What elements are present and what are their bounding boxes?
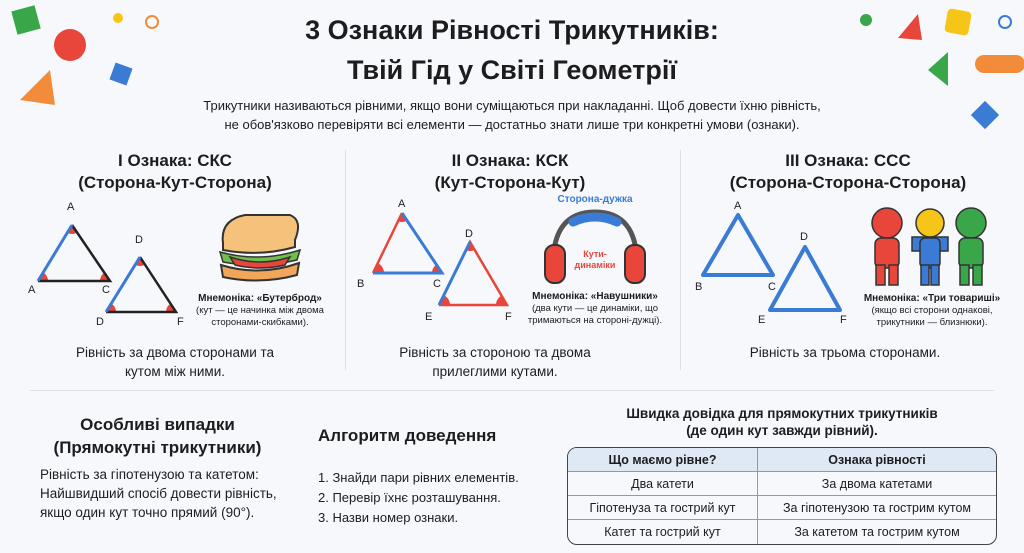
intro-text: Трикутники називаються рівними, якщо вон… (150, 96, 874, 134)
mnemonic-text: (якщо всі сторони однакові, трикутники —… (871, 305, 993, 328)
vertex-label: E (758, 314, 765, 326)
algorithm-step: 2. Перевір їхнє розташування. (318, 490, 501, 505)
reference-title: Швидка довідка для прямокутних трикутник… (567, 405, 997, 439)
caption-line: кутом між ними. (124, 364, 225, 379)
vertex-label: B (695, 281, 702, 293)
three-friends-illustration (871, 207, 987, 286)
vertex-label: F (840, 314, 847, 326)
table-cell: Гіпотенуза та гострий кут (568, 496, 758, 520)
table-cell: За гіпотенузою та гострим кутом (758, 496, 996, 520)
divider (345, 150, 346, 370)
vertex-label: F (177, 316, 184, 328)
criterion-2-caption: Рівність за стороною та двома прилеглими … (330, 343, 660, 381)
vertex-label: D (800, 231, 808, 243)
vertex-label: A (398, 198, 406, 210)
criterion-1-caption: Рівність за двома сторонами та кутом між … (10, 343, 340, 381)
criterion-1-subtitle: (Сторона-Кут-Сторона) (78, 173, 272, 192)
page-title-line2: Твій Гід у Світі Геометрії (347, 55, 677, 85)
criterion-2-triangles: A B C D E F (357, 198, 512, 323)
algorithm-title: Алгоритм доведення (318, 426, 497, 445)
criterion-1-mnemonic: Мнемоніка: «Бутерброд»(кут — це начинка … (185, 293, 335, 329)
criterion-3-title: III Ознака: ССС (Сторона-Сторона-Сторона… (683, 150, 1013, 194)
intro-line1: Трикутники називаються рівними, якщо вон… (203, 98, 821, 113)
vertex-label: D (135, 234, 143, 246)
intro-line2: не обов'язково перевіряти всі елементи —… (224, 117, 800, 132)
speakers-label: динаміки (575, 260, 616, 270)
headband-label: Сторона-дужка (557, 194, 632, 205)
mnemonic-text: (два кути — це динаміки, що тримаються н… (527, 303, 663, 326)
vertex-label: A (734, 200, 742, 212)
table-header: Ознака рівності (758, 448, 996, 472)
special-title-line2: (Прямокутні трикутники) (53, 438, 262, 457)
sandwich-illustration (218, 214, 302, 282)
criterion-3-subtitle: (Сторона-Сторона-Сторона) (729, 173, 967, 192)
mnemonic-title: Мнемоніка: «Навушники» (532, 291, 658, 302)
reference-title-line2: (де один кут завжди рівний). (686, 423, 878, 438)
algorithm-steps: 1. Знайди пари рівних елементів. 2. Пере… (318, 468, 519, 528)
special-cases-title: Особливі випадки (Прямокутні трикутники) (30, 413, 285, 459)
mnemonic-text: (кут — це начинка між двома сторонами-ск… (196, 305, 324, 328)
table-cell: За катетом та гострим кутом (794, 525, 960, 539)
vertex-label: D (465, 228, 473, 240)
criterion-1-name: I Ознака: СКС (118, 151, 232, 170)
criterion-1-triangles: A A C D D F (28, 201, 184, 328)
mnemonic-title: Мнемоніка: «Бутерброд» (198, 293, 322, 304)
vertex-label: A (67, 201, 75, 213)
algorithm-step: 3. Назви номер ознаки. (318, 510, 459, 525)
divider (680, 150, 681, 370)
criterion-3-name: III Ознака: ССС (785, 151, 911, 170)
criterion-2-mnemonic: Мнемоніка: «Навушники»(два кути — це дин… (520, 291, 670, 327)
criterion-1-title: I Ознака: СКС (Сторона-Кут-Сторона) (10, 150, 340, 194)
caption-line: Рівність за стороною та двома (399, 345, 591, 360)
speakers-label: Кути- (583, 249, 607, 259)
criterion-2-name: II Ознака: КСК (451, 151, 569, 170)
special-cases-text: Рівність за гіпотенузою та катетом: Найш… (40, 467, 277, 520)
decorative-shapes (11, 5, 1024, 130)
table-cell: Два катети (568, 472, 758, 496)
criterion-3-triangles: A B C D E F (695, 200, 847, 326)
criterion-3-caption: Рівність за трьома сторонами. (680, 343, 1010, 362)
reference-title-line1: Швидка довідка для прямокутних трикутник… (626, 406, 938, 421)
vertex-label: D (96, 316, 104, 328)
vertex-label: A (28, 284, 36, 296)
table-cell: За двома катетами (758, 472, 996, 496)
vertex-label: C (768, 281, 776, 293)
vertex-label: F (505, 311, 512, 323)
vertex-label: C (102, 284, 110, 296)
caption-line: прилеглими кутами. (432, 364, 558, 379)
table-header-row: Що маємо рівне?Ознака рівності (568, 448, 996, 472)
vertex-label: E (425, 311, 432, 323)
table-header: Що маємо рівне? (568, 448, 758, 472)
vertex-label: C (433, 278, 441, 290)
headphones-illustration: Сторона-дужка Кути- динаміки (544, 194, 646, 284)
page-title-line1: 3 Ознаки Рівності Трикутників: (305, 15, 719, 45)
table-row: Катет та гострий кут За катетом та гостри… (568, 520, 996, 544)
criterion-2-title: II Ознака: КСК (Кут-Сторона-Кут) (345, 150, 675, 194)
vertex-label: B (357, 278, 364, 290)
caption-line: Рівність за трьома сторонами. (749, 345, 941, 360)
criterion-3-mnemonic: Мнемоніка: «Три товариші»(якщо всі сторо… (852, 293, 1012, 329)
mnemonic-title: Мнемоніка: «Три товариші» (863, 293, 1001, 304)
special-title-line1: Особливі випадки (80, 415, 235, 434)
algorithm-step: 1. Знайди пари рівних елементів. (318, 470, 519, 485)
reference-table: Що маємо рівне?Ознака рівності Два катет… (567, 447, 997, 545)
criterion-2-subtitle: (Кут-Сторона-Кут) (434, 173, 586, 192)
caption-line: Рівність за двома сторонами та (75, 345, 275, 360)
table-cell: Катет та гострий кут (568, 520, 758, 544)
section-divider (30, 390, 994, 391)
